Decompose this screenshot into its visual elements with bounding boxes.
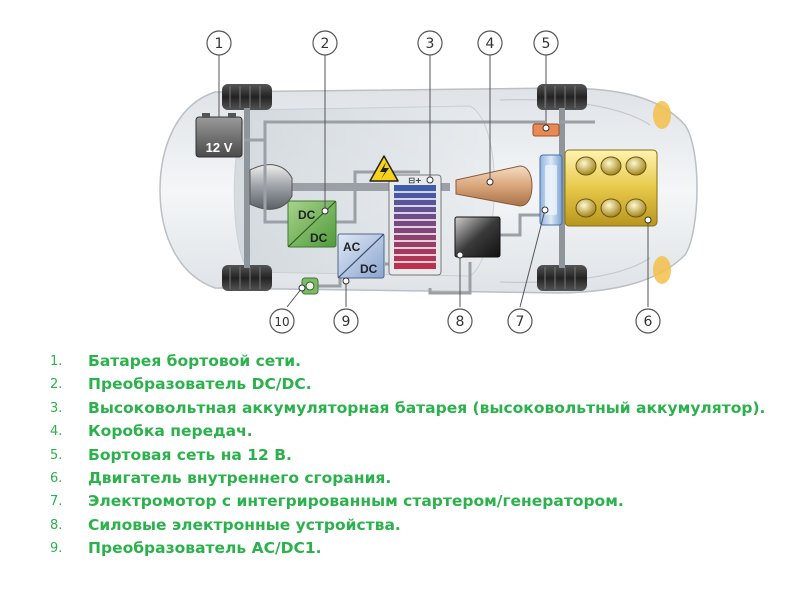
callout-8: 8 xyxy=(447,308,473,334)
callout-4: 4 xyxy=(477,30,503,56)
callout-3: 3 xyxy=(417,30,443,56)
callout-markers: 1 2 3 4 5 6 7 8 9 10 xyxy=(206,30,661,334)
callout-10: 10 xyxy=(269,308,295,334)
power-electronics xyxy=(454,216,501,258)
component-legend: 1. Батарея бортовой сети. 2. Преобразовате… xyxy=(50,350,770,561)
battery-label: 12 V xyxy=(206,140,233,155)
callout-5: 5 xyxy=(533,30,559,56)
legend-number: 7. xyxy=(50,494,63,510)
callout-7: 7 xyxy=(507,308,533,334)
svg-text:10: 10 xyxy=(274,315,289,329)
legend-number: 4. xyxy=(50,424,63,440)
legend-text: Бортовая сеть на 12 В. xyxy=(88,445,292,464)
callout-2: 2 xyxy=(312,30,338,56)
legend-number: 9. xyxy=(50,541,63,557)
legend-item: 5. Бортовая сеть на 12 В. xyxy=(50,444,770,467)
gearbox xyxy=(455,165,533,207)
svg-text:4: 4 xyxy=(486,36,495,52)
hv-terminal-label: ⊟+ xyxy=(408,176,421,185)
driveshaft xyxy=(270,183,450,191)
acdc-top-label: AC xyxy=(343,240,361,254)
legend-number: 8. xyxy=(50,517,63,533)
legend-item: 8. Силовые электронные устройства. xyxy=(50,514,770,537)
high-voltage-warning-icon xyxy=(369,155,399,182)
legend-item: 3. Высоковольтная аккумуляторная батарея … xyxy=(50,397,770,420)
rear-axle xyxy=(244,108,250,268)
legend-text: Двигатель внутреннего сгорания. xyxy=(88,469,392,488)
legend-text: Батарея бортовой сети. xyxy=(88,352,302,370)
legend-number: 3. xyxy=(50,400,63,416)
legend-item: 2. Преобразователь DC/DC. xyxy=(50,373,770,396)
legend-number: 6. xyxy=(50,471,63,487)
dcdc-converter: DC DC xyxy=(287,200,337,248)
callout-6: 6 xyxy=(635,308,661,334)
svg-text:9: 9 xyxy=(342,314,351,330)
callout-1: 1 xyxy=(206,30,232,56)
callout-dots xyxy=(298,124,652,292)
legend-text: Высоковольтная аккумуляторная батарея (в… xyxy=(88,398,766,417)
legend-item: 1. Батарея бортовой сети. xyxy=(50,350,770,373)
headlight-bottom xyxy=(653,256,671,284)
dcdc-top-label: DC xyxy=(298,208,316,222)
hybrid-car-diagram: 12 V DC DC AC DC ⊟+ xyxy=(159,30,698,334)
legend-text: Преобразователь DC/DC. xyxy=(88,375,312,394)
battery-12v: 12 V xyxy=(195,113,243,158)
callout-9: 9 xyxy=(333,308,359,334)
legend-item: 6. Двигатель внутреннего сгорания. xyxy=(50,467,770,490)
legend-text: Коробка передач. xyxy=(88,422,253,441)
svg-text:1: 1 xyxy=(215,36,224,52)
legend-number: 2. xyxy=(50,377,63,393)
legend-text: Силовые электронные устройства. xyxy=(88,515,401,534)
hv-battery: ⊟+ xyxy=(388,174,442,276)
svg-text:5: 5 xyxy=(542,36,551,52)
electric-motor xyxy=(539,154,563,226)
acdc-bottom-label: DC xyxy=(360,262,378,276)
legend-text: Преобразователь AC/DC1. xyxy=(88,539,322,558)
svg-text:3: 3 xyxy=(426,36,435,52)
legend-item: 4. Коробка передач. xyxy=(50,420,770,443)
svg-text:6: 6 xyxy=(644,314,653,330)
svg-text:2: 2 xyxy=(321,36,330,52)
combustion-engine xyxy=(564,149,658,227)
svg-text:8: 8 xyxy=(456,314,465,330)
callout-leaders xyxy=(218,55,649,308)
legend-text: Электромотор с интегрированным стартером… xyxy=(88,492,624,511)
legend-item: 7. Электромотор с интегрированным стартер… xyxy=(50,490,770,513)
legend-number: 1. xyxy=(50,354,63,369)
rear-differential xyxy=(249,164,293,210)
acdc-converter: AC DC xyxy=(337,233,385,279)
svg-text:7: 7 xyxy=(516,314,525,330)
legend-item: 9. Преобразователь AC/DC1. xyxy=(50,537,770,560)
dcdc-bottom-label: DC xyxy=(310,231,328,245)
legend-number: 5. xyxy=(50,447,63,463)
headlight-top xyxy=(653,101,671,129)
